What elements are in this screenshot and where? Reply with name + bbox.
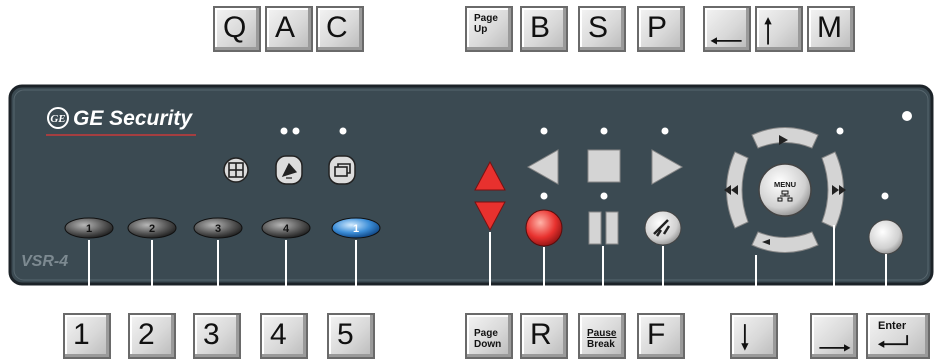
key-r[interactable]: R xyxy=(520,313,568,359)
camera-button-3-label: 3 xyxy=(215,223,221,235)
camera-button-2[interactable]: 2 xyxy=(127,217,177,239)
key-p-label: P xyxy=(647,11,668,44)
camera-button-4[interactable]: 4 xyxy=(261,217,311,239)
record-icon[interactable] xyxy=(525,209,563,247)
fast-forward-glyph-b xyxy=(839,185,846,195)
right-arrow-icon xyxy=(819,344,851,352)
key-page-down-line1: Page xyxy=(474,328,498,339)
key-f-label: F xyxy=(647,318,666,351)
camera-button-5[interactable]: 1 xyxy=(331,217,381,239)
key-s-label: S xyxy=(588,11,609,44)
stop-icon[interactable] xyxy=(587,149,621,183)
key-5[interactable]: 5 xyxy=(327,313,375,359)
camera-button-4-label: 4 xyxy=(283,223,290,235)
jog-up-arrow-icon xyxy=(779,135,788,145)
key-r-label: R xyxy=(530,318,552,351)
key-3[interactable]: 3 xyxy=(193,313,241,359)
fast-rewind-glyph-a xyxy=(724,185,731,195)
key-pause-line1: Pause xyxy=(587,328,617,339)
svg-text:GE: GE xyxy=(50,113,65,125)
camera-button-2-label: 2 xyxy=(149,223,155,235)
up-triangle-icon[interactable] xyxy=(474,160,506,191)
key-page-up-line2: Up xyxy=(474,24,488,35)
key-b-label: B xyxy=(530,11,551,44)
key-m[interactable]: M xyxy=(807,6,855,52)
key-pause-break-label: Pause Break xyxy=(587,328,623,350)
left-arrow-icon xyxy=(710,37,742,45)
key-enter-label: Enter xyxy=(878,320,907,332)
key-2[interactable]: 2 xyxy=(128,313,176,359)
key-enter[interactable]: Enter xyxy=(866,313,930,359)
down-triangle-icon[interactable] xyxy=(474,201,506,232)
camera-button-3[interactable]: 3 xyxy=(193,217,243,239)
copy-icon[interactable] xyxy=(328,155,356,185)
key-s[interactable]: S xyxy=(578,6,626,52)
jog-up-button[interactable] xyxy=(751,127,819,149)
key-1-label: 1 xyxy=(73,318,90,351)
key-f[interactable]: F xyxy=(637,313,685,359)
key-page-down-label: Page Down xyxy=(474,328,510,350)
ge-logo-icon: GE xyxy=(47,107,69,129)
key-b[interactable]: B xyxy=(520,6,568,52)
camera-button-5-label: 1 xyxy=(353,223,359,235)
key-arrow-left[interactable] xyxy=(703,6,751,52)
status-leds xyxy=(280,111,912,200)
key-4-label: 4 xyxy=(270,318,287,351)
pause-icon[interactable] xyxy=(588,211,619,245)
key-p[interactable]: P xyxy=(637,6,685,52)
jog-shuttle-ring: MENU xyxy=(724,127,846,253)
menu-button-label: MENU xyxy=(774,180,796,189)
jog-down-button[interactable] xyxy=(751,231,819,253)
quad-view-icon[interactable] xyxy=(223,157,249,183)
key-page-up-line1: Page xyxy=(474,13,498,24)
model-label: VSR-4 xyxy=(21,253,68,270)
key-c-label: C xyxy=(326,11,348,44)
play-icon[interactable] xyxy=(651,149,684,185)
key-q-label: Q xyxy=(223,11,247,44)
up-arrow-icon xyxy=(764,17,772,45)
enter-icon xyxy=(877,335,909,348)
camera-button-1[interactable]: 1 xyxy=(64,217,114,239)
key-a-label: A xyxy=(275,11,296,44)
key-arrow-up[interactable] xyxy=(755,6,803,52)
menu-tree-icon xyxy=(777,190,793,202)
key-c[interactable]: C xyxy=(316,6,364,52)
key-page-up[interactable]: Page Up xyxy=(465,6,513,52)
fast-forward-glyph-a xyxy=(832,185,839,195)
alarm-bell-icon[interactable] xyxy=(275,155,303,185)
key-5-label: 5 xyxy=(337,318,354,351)
key-page-down[interactable]: Page Down xyxy=(465,313,513,359)
key-page-down-line2: Down xyxy=(474,339,502,350)
key-2-label: 2 xyxy=(138,318,155,351)
key-1[interactable]: 1 xyxy=(63,313,111,359)
key-a[interactable]: A xyxy=(265,6,313,52)
camera-button-1-label: 1 xyxy=(86,223,92,235)
key-arrow-right[interactable] xyxy=(810,313,858,359)
search-icon[interactable] xyxy=(644,210,682,246)
key-m-label: M xyxy=(817,11,842,44)
key-pause-break[interactable]: Pause Break xyxy=(578,313,626,359)
down-arrow-icon xyxy=(741,324,749,351)
menu-button-icon[interactable] xyxy=(758,163,812,217)
key-pause-line2: Break xyxy=(587,339,615,350)
fast-rewind-glyph-b xyxy=(731,185,738,195)
rewind-icon[interactable] xyxy=(526,149,559,185)
key-q[interactable]: Q xyxy=(213,6,261,52)
brand-name: GE Security xyxy=(73,107,193,130)
key-arrow-down[interactable] xyxy=(730,313,778,359)
key-3-label: 3 xyxy=(203,318,220,351)
key-page-up-label: Page Up xyxy=(474,13,510,35)
jog-down-arrow-icon xyxy=(762,239,770,245)
key-4[interactable]: 4 xyxy=(260,313,308,359)
